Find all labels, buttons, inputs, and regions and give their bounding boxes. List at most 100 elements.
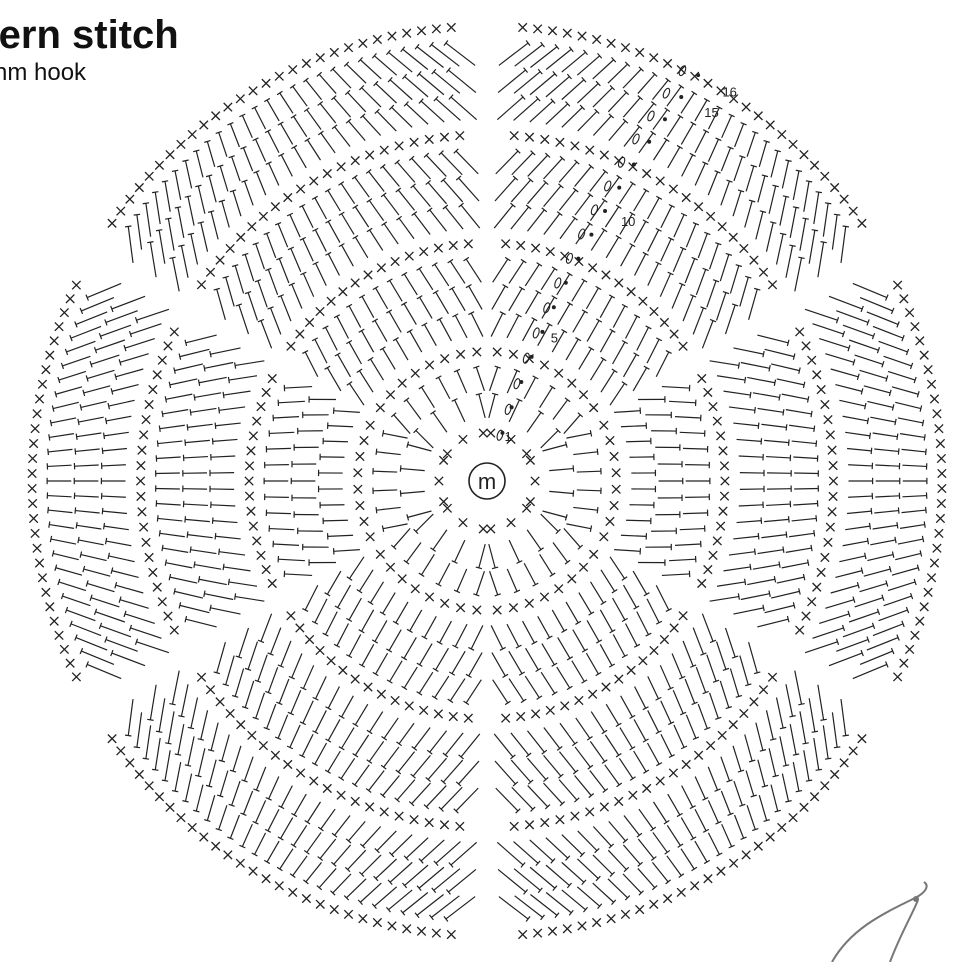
tall-stitch-icon: [185, 439, 210, 445]
cross-stitch-icon: [60, 308, 68, 316]
tall-stitch-icon: [782, 560, 809, 568]
tall-stitch-icon: [498, 68, 527, 93]
tall-stitch-icon: [577, 468, 601, 474]
cross-stitch-icon: [669, 769, 677, 777]
tall-stitch-icon: [223, 656, 235, 686]
cross-stitch-icon: [245, 462, 253, 470]
tall-stitch-icon: [575, 775, 594, 797]
tall-stitch-icon: [452, 540, 465, 563]
tall-stitch-icon: [875, 493, 899, 499]
tall-stitch-icon: [667, 115, 683, 137]
cross-stitch-icon: [268, 374, 276, 382]
tall-stitch-icon: [638, 396, 665, 402]
tall-stitch-icon: [669, 400, 696, 406]
tall-stitch-icon: [707, 655, 719, 683]
tall-stitch-icon: [265, 494, 289, 500]
cross-stitch-icon: [391, 696, 399, 704]
tall-stitch-icon: [867, 551, 893, 560]
tall-stitch-icon: [156, 455, 180, 461]
tall-stitch-icon: [235, 593, 265, 601]
tall-stitch-icon: [898, 536, 924, 544]
tall-stitch-icon: [655, 511, 680, 517]
tall-stitch-icon: [402, 272, 418, 295]
tall-stitch-icon: [50, 418, 76, 426]
tall-stitch-icon: [606, 235, 621, 257]
cross-stitch-icon: [828, 508, 836, 516]
tall-stitch-icon: [591, 582, 607, 605]
tall-stitch-icon: [427, 208, 446, 231]
tall-stitch-icon: [836, 311, 869, 326]
tall-stitch-icon: [686, 478, 710, 484]
tall-stitch-icon: [558, 637, 573, 660]
cross-stitch-icon: [479, 525, 487, 533]
tall-stitch-icon: [419, 554, 435, 576]
tall-stitch-icon: [292, 495, 316, 501]
tall-stitch-icon: [593, 114, 613, 136]
tall-stitch-icon: [620, 728, 635, 750]
tall-stitch-icon: [195, 748, 205, 776]
tall-stitch-icon: [490, 571, 501, 596]
tall-stitch-icon: [647, 599, 662, 624]
tall-stitch-icon: [553, 543, 570, 565]
cross-stitch-icon: [642, 784, 650, 792]
tall-stitch-icon: [61, 593, 90, 606]
cross-stitch-icon: [137, 461, 145, 469]
cross-stitch-icon: [824, 415, 832, 423]
tall-stitch-icon: [210, 605, 241, 614]
tall-stitch-icon: [265, 130, 279, 153]
tall-stitch-icon: [528, 153, 550, 176]
tall-stitch-icon: [848, 463, 872, 469]
tall-stitch-icon: [509, 651, 525, 675]
cross-stitch-icon: [518, 23, 526, 31]
cross-stitch-icon: [28, 469, 36, 477]
tall-stitch-icon: [587, 319, 602, 342]
cross-stitch-icon: [720, 462, 728, 470]
tall-stitch-icon: [219, 200, 230, 227]
tall-stitch-icon: [393, 602, 408, 624]
tall-stitch-icon: [573, 630, 588, 652]
tall-stitch-icon: [794, 470, 818, 476]
cross-stitch-icon: [663, 894, 671, 902]
tall-stitch-icon: [404, 398, 421, 420]
tall-stitch-icon: [540, 554, 556, 576]
tall-stitch-icon: [818, 685, 827, 721]
tall-stitch-icon: [725, 628, 738, 658]
tall-stitch-icon: [449, 287, 465, 311]
tall-stitch-icon: [608, 90, 628, 111]
tall-stitch-icon: [832, 712, 840, 747]
tall-stitch-icon: [619, 758, 635, 780]
tall-stitch-icon: [624, 585, 640, 609]
tall-stitch-icon: [345, 90, 365, 111]
tall-stitch-icon: [75, 507, 100, 513]
tall-stitch-icon: [667, 856, 684, 878]
tall-stitch-icon: [566, 430, 591, 438]
cross-stitch-icon: [449, 712, 457, 720]
tall-stitch-icon: [525, 263, 542, 286]
tall-stitch-icon: [560, 216, 578, 238]
cross-stitch-icon: [800, 150, 808, 158]
cross-stitch-icon: [354, 469, 362, 477]
cross-stitch-icon: [579, 563, 587, 571]
tall-stitch-icon: [557, 667, 573, 690]
cross-stitch-icon: [142, 415, 150, 423]
tall-stitch-icon: [464, 680, 482, 705]
tall-stitch-icon: [737, 438, 762, 444]
tall-stitch-icon: [623, 67, 644, 88]
tall-stitch-icon: [507, 569, 520, 593]
tall-stitch-icon: [800, 711, 809, 744]
tall-stitch-icon: [289, 283, 302, 308]
tall-stitch-icon: [681, 122, 696, 144]
cross-stitch-icon: [487, 429, 495, 437]
tall-stitch-icon: [491, 625, 505, 650]
tall-stitch-icon: [638, 868, 657, 889]
tall-stitch-icon: [661, 701, 674, 725]
tall-stitch-icon: [264, 841, 279, 863]
tall-stitch-icon: [70, 326, 101, 341]
tall-stitch-icon: [459, 203, 480, 228]
tall-stitch-icon: [236, 628, 249, 658]
slip-dot-icon: [540, 330, 544, 334]
tall-stitch-icon: [818, 242, 827, 278]
cross-stitch-icon: [366, 533, 374, 541]
cross-stitch-icon: [287, 612, 295, 620]
